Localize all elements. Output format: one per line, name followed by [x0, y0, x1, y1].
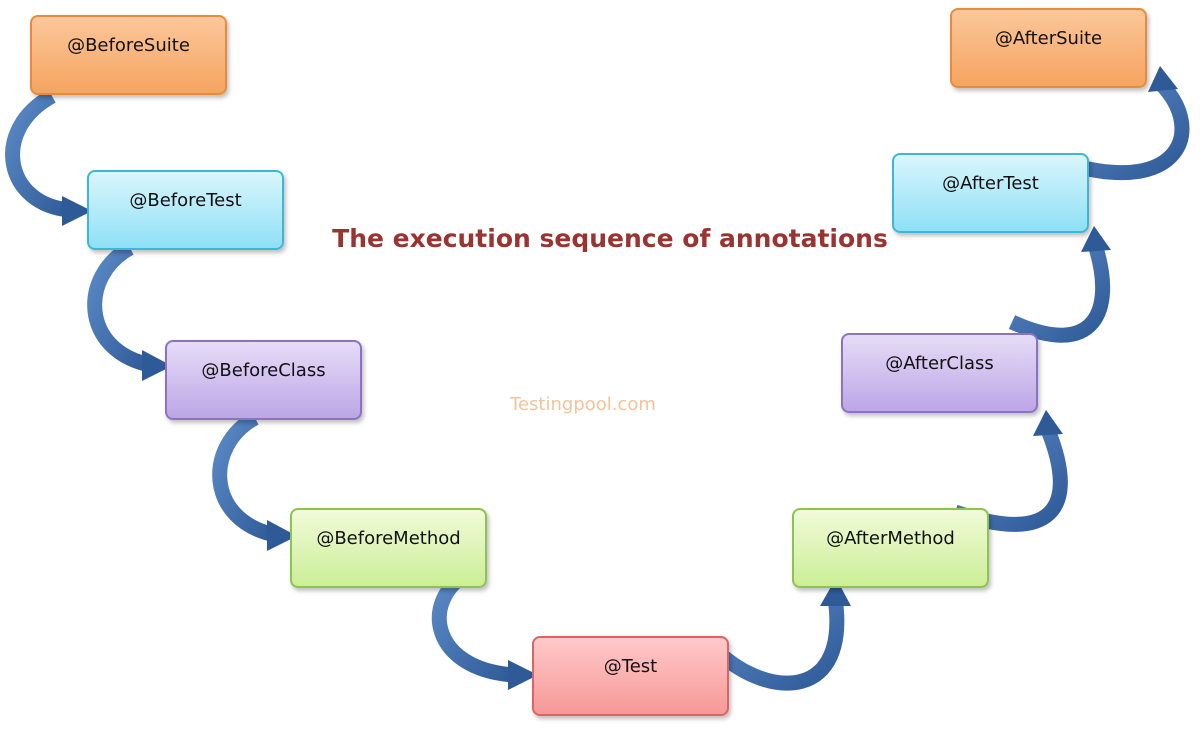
node-label: @BeforeMethod: [316, 528, 461, 549]
node-after-method: @AfterMethod: [792, 508, 989, 588]
node-after-suite: @AfterSuite: [950, 8, 1147, 88]
arrow-beforesuite-to-beforetest: [5, 89, 71, 218]
arrowhead-4: [508, 660, 538, 690]
arrow-test-to-aftermethod: [712, 596, 845, 691]
arrowhead-3: [267, 520, 297, 551]
watermark-text: Testingpool.com: [510, 394, 656, 415]
arrowhead-6: [1033, 410, 1063, 436]
node-before-method: @BeforeMethod: [290, 508, 487, 588]
arrowhead-2: [142, 350, 172, 381]
node-after-class: @AfterClass: [841, 333, 1038, 413]
node-label: @Test: [603, 656, 658, 677]
arrowhead-1: [62, 196, 92, 226]
node-label: @AfterTest: [942, 173, 1039, 194]
arrow-aftertest-to-aftersuite: [1069, 79, 1190, 181]
node-label: @BeforeSuite: [67, 35, 190, 56]
node-label: @AfterMethod: [826, 528, 955, 549]
node-label: @BeforeClass: [201, 360, 326, 381]
node-after-test: @AfterTest: [892, 153, 1089, 233]
arrowhead-5: [820, 578, 851, 606]
node-before-suite: @BeforeSuite: [30, 15, 227, 95]
diagram-title: The execution sequence of annotations: [332, 224, 888, 253]
arrow-beforemethod-to-test: [431, 566, 516, 683]
node-test: @Test: [532, 636, 729, 716]
arrowhead-7: [1081, 226, 1111, 252]
node-label: @AfterClass: [885, 353, 994, 374]
arrowhead-8: [1148, 66, 1178, 92]
node-label: @BeforeTest: [129, 190, 242, 211]
node-before-test: @BeforeTest: [87, 170, 284, 250]
node-before-class: @BeforeClass: [165, 340, 362, 420]
arrow-beforetest-to-beforeclass: [87, 241, 152, 373]
arrow-beforeclass-to-beforemethod: [212, 411, 277, 543]
node-label: @AfterSuite: [994, 28, 1103, 49]
arrow-afterclass-to-aftertest: [1008, 245, 1111, 343]
